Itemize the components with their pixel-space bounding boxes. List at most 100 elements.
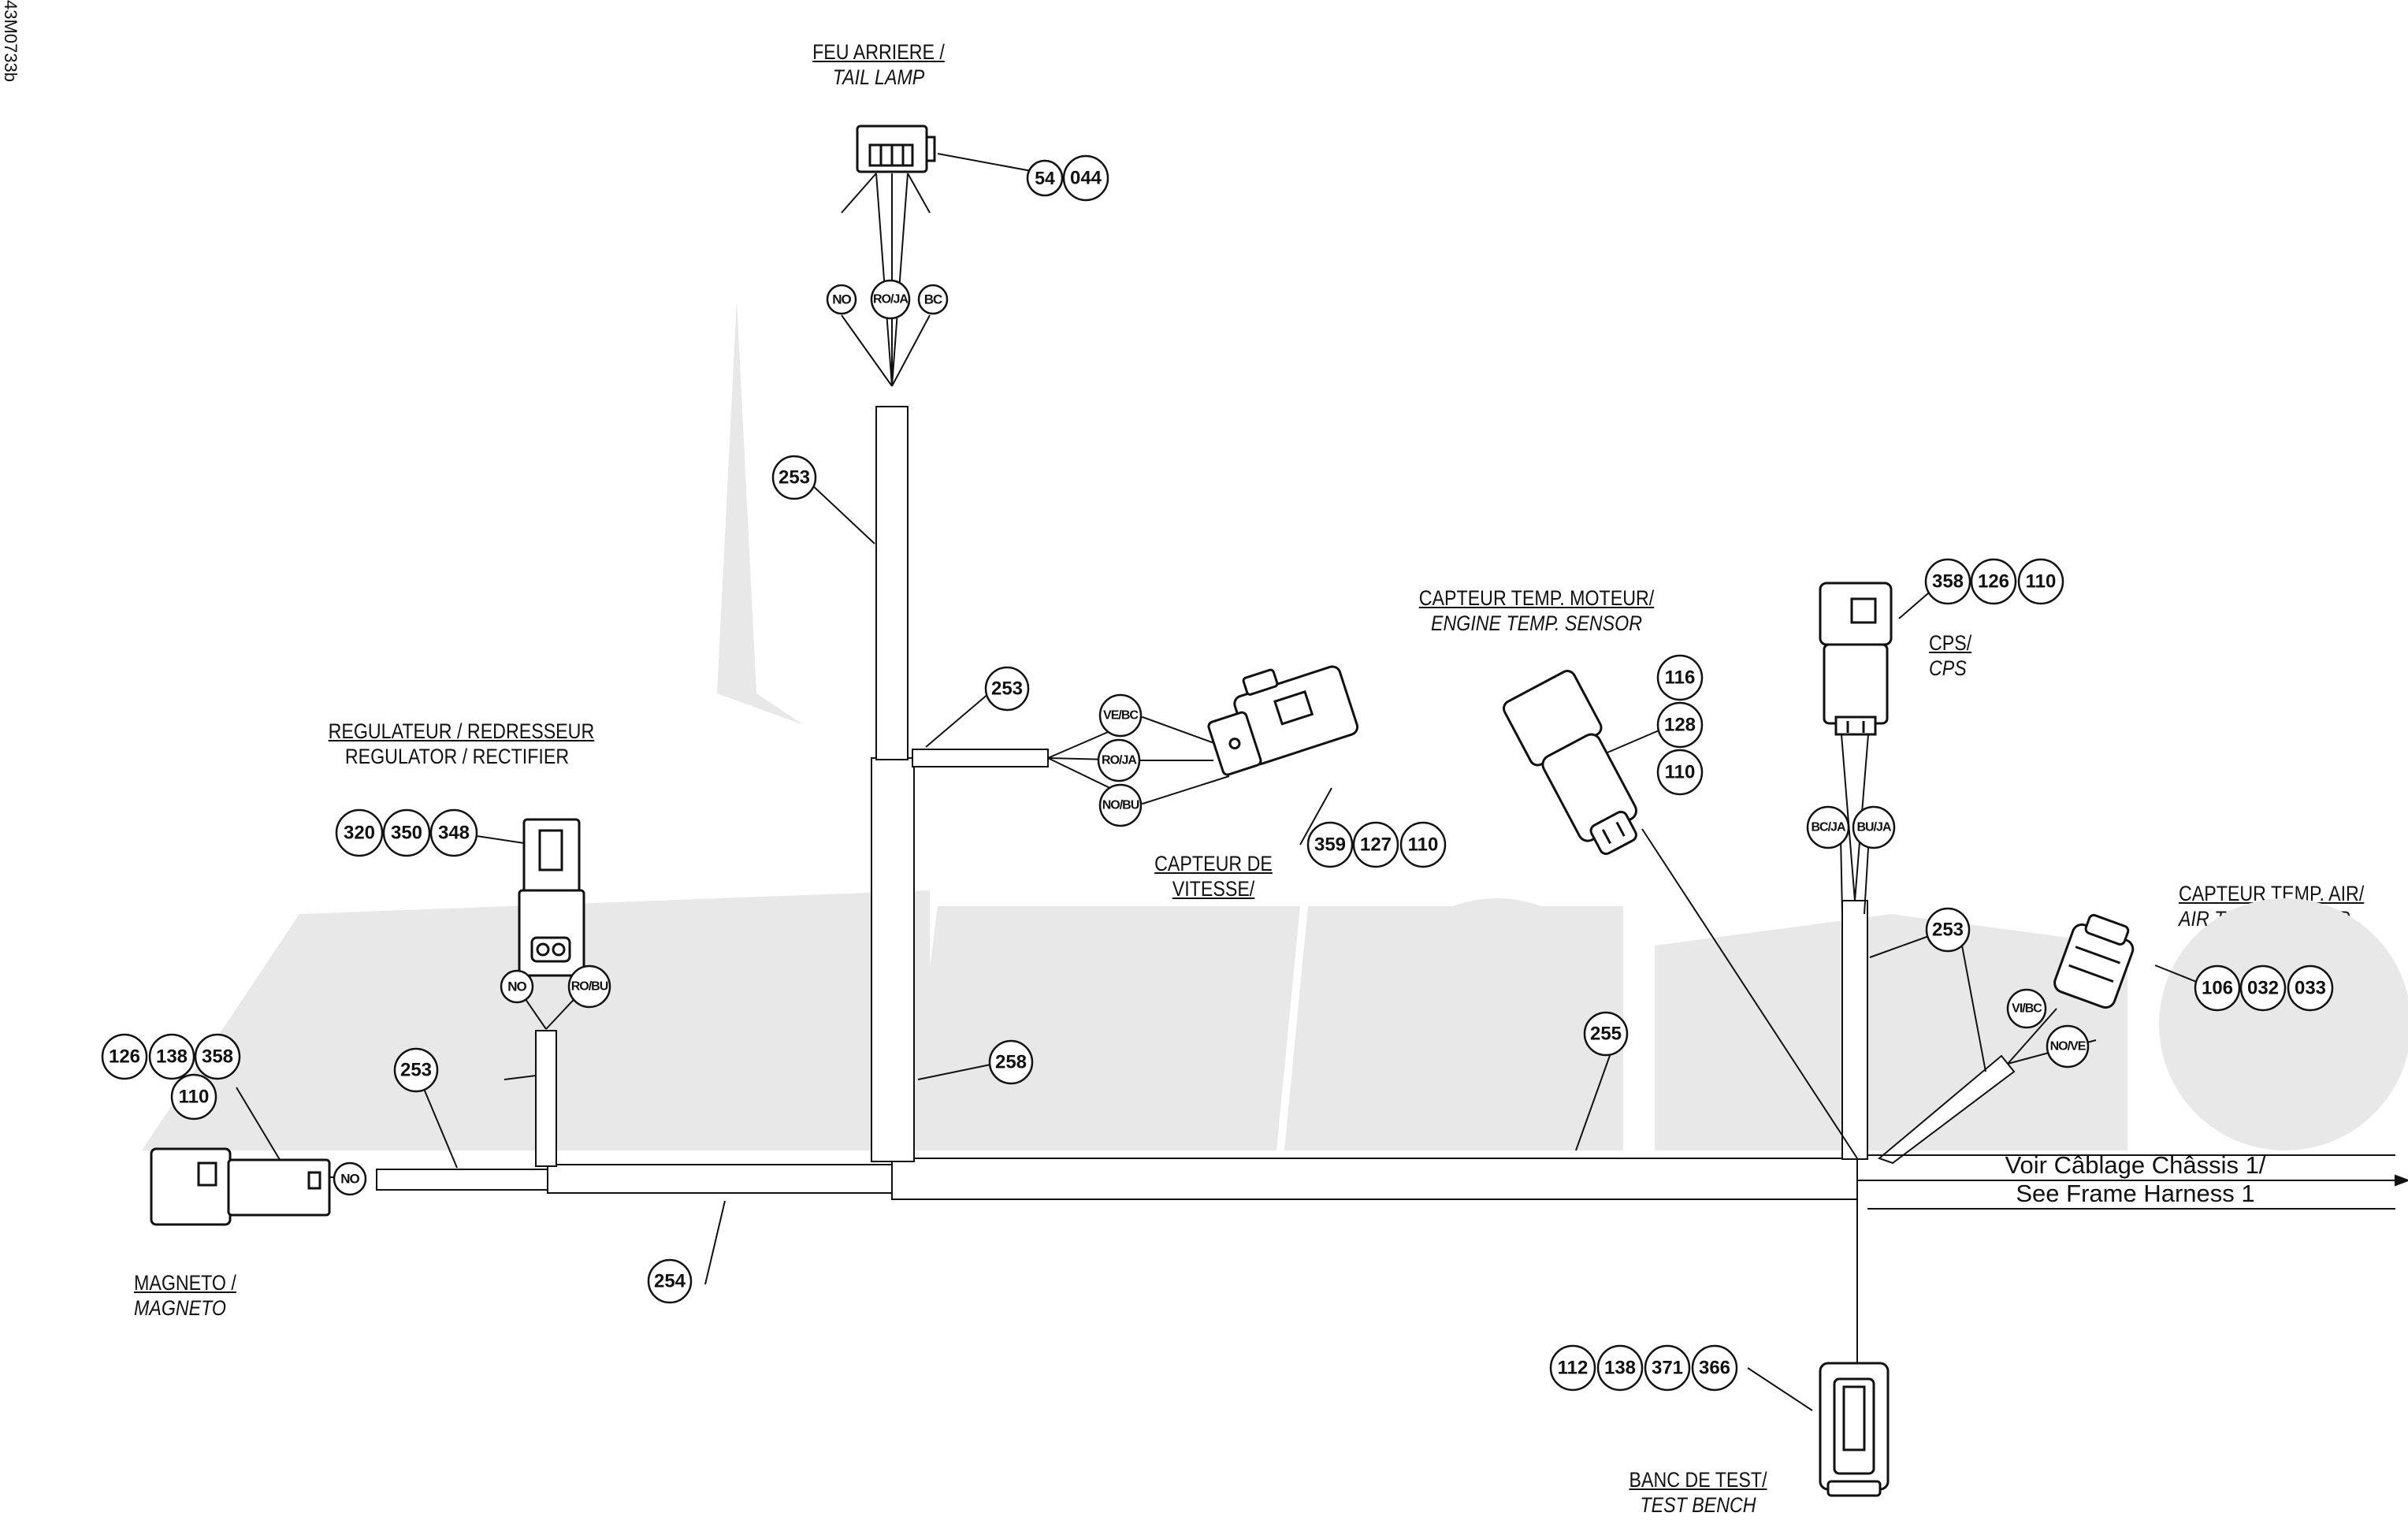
- harness-253-reg: [535, 1030, 557, 1167]
- tail-lamp-wire-roja-circle: [870, 279, 911, 320]
- test-bench-part-138-circle: [1596, 1344, 1644, 1392]
- tail-lamp-wire-roja: RO/JA: [873, 293, 909, 307]
- harness-253-speed: [912, 749, 1049, 767]
- regulator-wire-robu-circle: [567, 964, 611, 1009]
- air-temp-part-033: 033: [2295, 978, 2326, 999]
- cps-connector: [1819, 582, 1893, 736]
- cps-part-110: 110: [2026, 571, 2057, 593]
- test-bench-part-112: 112: [1558, 1358, 1589, 1379]
- harness-253-top: [875, 406, 909, 760]
- magneto-part-358-circle: [194, 1033, 241, 1080]
- regulator-part-348-circle: [429, 808, 478, 857]
- cps-part-110-circle: [2017, 558, 2064, 605]
- tail-lamp-wire-no-circle: [826, 284, 857, 315]
- engine-temp-label: CAPTEUR TEMP. MOTEUR/ ENGINE TEMP. SENSO…: [1408, 585, 1666, 636]
- speed-sensor-wire-roja: RO/JA: [1102, 754, 1137, 767]
- magneto-part-110-circle: [170, 1073, 217, 1120]
- harness-253-cps: [1841, 900, 1868, 1160]
- air-temp-part-032: 032: [2247, 978, 2279, 999]
- test-bench-part-366-circle: [1691, 1344, 1738, 1392]
- regulator-part-350: 350: [391, 823, 422, 844]
- engine-temp-part-110-circle: [1656, 749, 1704, 796]
- speed-sensor-wire-nobu: NO/BU: [1102, 799, 1139, 812]
- tail-lamp-part-54: 54: [1035, 168, 1055, 188]
- air-temp-wire-nove: NO/VE: [2050, 1040, 2087, 1054]
- harness-253-air: [1878, 1054, 2016, 1165]
- magneto-label: MAGNETO / MAGNETO: [134, 1270, 269, 1321]
- air-temp-part-033-circle: [2287, 964, 2334, 1012]
- watermark: [142, 299, 2408, 1150]
- regulator-label-fr: REGULATEUR / REDRESSEUR: [328, 719, 595, 743]
- speed-sensor-wire-nobu-circle: [1098, 783, 1143, 827]
- air-temp-part-106-circle: [2194, 964, 2241, 1012]
- cps-wire-bcja-circle: [1806, 805, 1850, 849]
- magneto-part-138: 138: [156, 1046, 188, 1068]
- speed-sensor-label-fr1: CAPTEUR DE: [1154, 852, 1273, 875]
- air-temp-wire-vibc: VI/BC: [2012, 1002, 2042, 1016]
- regulator-label-en: REGULATOR / RECTIFIER: [344, 745, 570, 768]
- harness-callout-255: 255: [1590, 1024, 1622, 1045]
- tail-lamp-wire-bc: BC: [924, 292, 942, 307]
- speed-sensor-connector: [1207, 665, 1359, 776]
- engine-temp-label-fr: CAPTEUR TEMP. MOTEUR/: [1418, 586, 1655, 610]
- harness-callout-254: 254: [654, 1271, 686, 1292]
- tail-lamp-part-044-circle: [1062, 154, 1109, 202]
- harness-254: [547, 1164, 895, 1194]
- harness-callout-253-top: 253: [779, 467, 810, 489]
- magneto-part-358: 358: [202, 1046, 233, 1068]
- harness-255: [891, 1158, 1858, 1200]
- speed-sensor-part-110-circle: [1399, 821, 1447, 868]
- tail-lamp-part-54-circle: [1026, 159, 1064, 197]
- harness-254-left: [376, 1169, 551, 1191]
- harness-trunk: [376, 406, 2408, 1442]
- regulator-part-348: 348: [438, 823, 470, 844]
- magneto-wire-no-circle: [333, 1161, 367, 1196]
- harness-callout-253-air: 253: [1932, 920, 1964, 941]
- speed-sensor-part-359: 359: [1314, 834, 1346, 856]
- test-bench-label: BANC DE TEST/ TEST BENCH: [1620, 1467, 1776, 1518]
- regulator-label: REGULATEUR / REDRESSEUR REGULATOR / RECT…: [328, 719, 595, 769]
- engine-temp-part-128-circle: [1656, 701, 1704, 749]
- speed-sensor-part-127: 127: [1360, 834, 1392, 856]
- harness-callout-253-speed-circle: [984, 666, 1030, 712]
- magneto-part-110: 110: [179, 1087, 210, 1108]
- leader-lines: [236, 153, 2215, 1411]
- regulator-connector: [518, 818, 585, 977]
- cps-label: CPS/ CPS: [1929, 630, 2010, 681]
- cps-wire-buja: BU/JA: [1856, 821, 1891, 834]
- engine-temp-part-128: 128: [1664, 715, 1696, 736]
- test-bench-label-fr: BANC DE TEST/: [1629, 1468, 1767, 1492]
- cps-part-358: 358: [1932, 571, 1964, 593]
- test-bench-part-371: 371: [1652, 1358, 1683, 1379]
- tail-lamp-wire-bc-circle: [917, 284, 949, 315]
- engine-temp-part-116-circle: [1656, 654, 1704, 701]
- air-temp-connector: [2053, 913, 2135, 1009]
- tail-lamp-label-fr: FEU ARRIERE /: [812, 40, 945, 64]
- speed-sensor-part-359-circle: [1306, 821, 1354, 868]
- cps-label-en: CPS: [1929, 656, 1967, 680]
- test-bench-part-138: 138: [1604, 1358, 1636, 1379]
- test-bench-part-366: 366: [1699, 1358, 1730, 1379]
- magneto-label-fr: MAGNETO /: [134, 1271, 236, 1295]
- harness-callout-254-circle: [647, 1258, 693, 1304]
- speed-sensor-wire-roja-circle: [1097, 738, 1141, 782]
- regulator-wire-no: NO: [507, 979, 526, 994]
- tail-lamp-wire-no: NO: [832, 292, 851, 307]
- engine-temp-part-116: 116: [1665, 667, 1696, 689]
- engine-temp-label-en: ENGINE TEMP. SENSOR: [1431, 611, 1642, 635]
- speed-sensor-wire-vebc-circle: [1098, 693, 1143, 738]
- magneto-label-en: MAGNETO: [134, 1296, 226, 1320]
- harness-callout-253-speed: 253: [991, 678, 1023, 700]
- test-bench-part-371-circle: [1644, 1344, 1691, 1392]
- air-temp-part-032-circle: [2239, 964, 2287, 1012]
- cps-label-fr: CPS/: [1929, 631, 1972, 655]
- test-bench-connector: [1819, 1362, 1890, 1497]
- engine-temp-connector: [1503, 670, 1637, 856]
- harness-258: [871, 757, 915, 1162]
- harness-callout-253-reg-circle: [393, 1047, 439, 1093]
- cps-wire-bcja: BC/JA: [1811, 821, 1845, 834]
- harness-callout-255-circle: [1583, 1011, 1629, 1057]
